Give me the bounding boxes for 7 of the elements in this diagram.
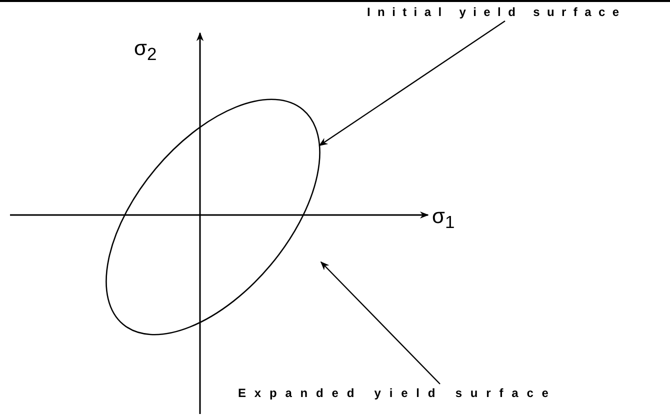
yield-surface-ellipse — [106, 99, 322, 336]
axis-label: σ$_{2}$ — [134, 38, 157, 64]
leader-line — [320, 261, 440, 384]
callout-text: Expanded yield surface — [238, 386, 557, 400]
callout-text: Initial yield surface — [367, 5, 626, 19]
leader-line — [318, 20, 506, 146]
axis-label: σ$_{1}$ — [432, 206, 455, 232]
